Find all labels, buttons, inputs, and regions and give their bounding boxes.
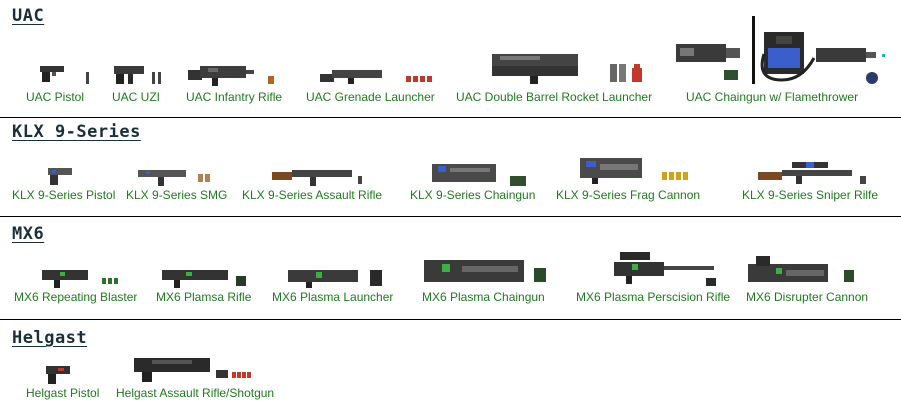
klx-pistol-sprite [48,168,72,185]
label-uac-pistol: UAC Pistol [26,90,85,104]
label-mx6-plasma-launcher: MX6 Plasma Launcher [272,290,394,304]
uac-rocket-launcher-sprite [492,54,642,84]
uac-infantry-rifle-sprite [188,66,274,86]
klx-chaingun-sprite [432,164,526,186]
mx6-repeating-blaster-sprite [42,270,118,288]
section-mx6: MX6 MX6 Repeating Blaster MX6 Plamsa Rif… [0,218,901,320]
label-uac-chaingun-flamethrower: UAC Chaingun w/ Flamethrower [686,90,859,104]
divider-klx [0,216,901,217]
section-title-mx6: MX6 [12,224,45,244]
section-klx: KLX 9-Series KLX 9-Series Pistol KLX 9-S… [0,118,901,218]
label-uac-infantry-rifle: UAC Infantry Rifle [186,90,283,104]
section-title-uac: UAC [12,6,45,26]
section-title-klx: KLX 9-Series [12,122,141,142]
section-title-helgast: Helgast [12,328,88,348]
klx-frag-cannon-sprite [580,158,688,184]
label-mx6-disrupter-cannon: MX6 Disrupter Cannon [746,290,869,304]
mx6-plasma-chaingun-sprite [424,260,546,282]
mx6-plamsa-rifle-sprite [162,270,246,288]
helgast-assault-rifle-shotgun-sprite [134,358,251,382]
label-klx-sniper-rifle: KLX 9-Series Sniper Rilfe [742,188,879,202]
label-mx6-plasma-chaingun: MX6 Plasma Chaingun [422,290,545,304]
klx-smg-sprite [138,170,210,186]
label-helgast-pistol: Helgast Pistol [26,386,100,400]
label-klx-smg: KLX 9-Series SMG [126,188,228,202]
uac-uzi-sprite [114,66,161,84]
mx6-disrupter-cannon-sprite [748,256,854,282]
label-klx-frag-cannon: KLX 9-Series Frag Cannon [556,188,701,202]
section-helgast: Helgast Helgast Pistol Helgast Assault R… [0,320,901,409]
label-uac-uzi: UAC UZI [112,90,160,104]
label-klx-chaingun: KLX 9-Series Chaingun [410,188,536,202]
label-klx-assault-rifle: KLX 9-Series Assault Rifle [242,188,383,202]
label-mx6-plamsa-rifle: MX6 Plamsa Rifle [156,290,252,304]
label-mx6-repeating-blaster: MX6 Repeating Blaster [14,290,138,304]
helgast-pistol-sprite [46,366,70,384]
klx-assault-rifle-sprite [272,170,362,186]
uac-chaingun-flamethrower-sprite [676,16,885,84]
label-helgast-assault-rifle-shotgun: Helgast Assault Rifle/Shotgun [116,386,275,400]
label-mx6-plasma-perscision-rifle: MX6 Plasma Perscision Rifle [576,290,731,304]
divider-mx6 [0,319,901,320]
mx6-plasma-launcher-sprite [288,270,382,288]
divider-uac [0,117,901,118]
section-uac: UAC UAC Pistol UAC UZI UAC [0,0,901,118]
klx-sniper-rifle-sprite [758,162,866,184]
uac-pistol-sprite [40,66,89,84]
label-klx-pistol: KLX 9-Series Pistol [12,188,116,202]
mx6-plasma-perscision-rifle-sprite [614,252,716,286]
uac-grenade-launcher-sprite [320,70,432,84]
label-uac-double-barrel-rocket-launcher: UAC Double Barrel Rocket Launcher [456,90,653,104]
label-uac-grenade-launcher: UAC Grenade Launcher [306,90,435,104]
